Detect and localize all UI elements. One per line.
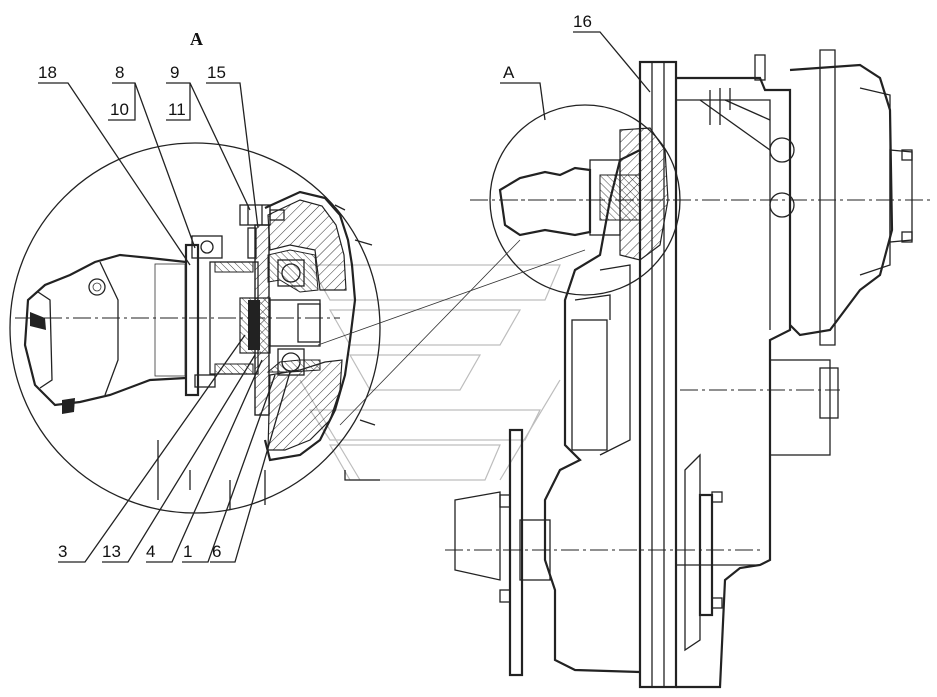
callout-15: 15	[207, 63, 226, 82]
leader-lines	[38, 31, 651, 563]
main-view	[445, 49, 930, 689]
callout-10: 10	[110, 100, 129, 119]
callout-8: 8	[115, 63, 124, 82]
callout-13: 13	[102, 542, 121, 561]
callout-labels: A 18 8 10 9 11 15 3 13 4 1 6 16 A	[38, 12, 592, 561]
callout-16: 16	[573, 12, 592, 31]
detail-view-a	[9, 142, 381, 514]
callout-1: 1	[183, 542, 192, 561]
view-a-title: A	[190, 29, 203, 49]
callout-4: 4	[146, 542, 155, 561]
callout-3: 3	[58, 542, 67, 561]
callout-18: 18	[38, 63, 57, 82]
main-view-a-marker: A	[503, 63, 515, 82]
callout-11: 11	[168, 100, 186, 119]
callout-6: 6	[212, 542, 221, 561]
callout-9: 9	[170, 63, 179, 82]
